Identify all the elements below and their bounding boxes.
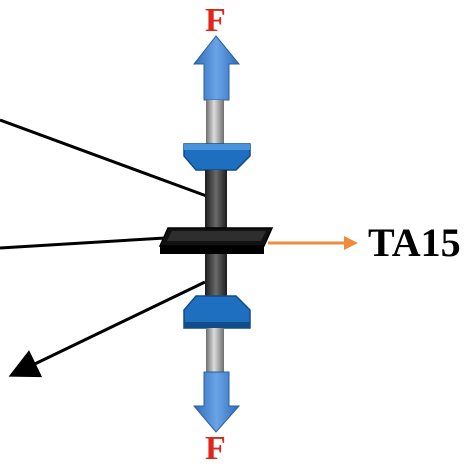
material-label: TA15 bbox=[368, 220, 461, 265]
clamp-plate-edge bbox=[160, 246, 264, 254]
force-label-top: F bbox=[205, 2, 226, 39]
leader-line-middle bbox=[0, 236, 166, 250]
clamp-plate-top bbox=[167, 231, 266, 241]
force-label-bottom: F bbox=[205, 430, 226, 467]
material-pointer-head bbox=[344, 236, 358, 250]
leader-arrow-lower bbox=[8, 280, 206, 378]
lower-grip-shadow bbox=[184, 322, 250, 328]
force-arrow-down bbox=[192, 371, 241, 433]
upper-rod bbox=[206, 100, 224, 144]
specimen-lower bbox=[205, 254, 227, 302]
leader-line-upper bbox=[0, 118, 213, 200]
upper-grip-highlight bbox=[184, 144, 250, 150]
lower-rod bbox=[206, 328, 224, 372]
specimen-upper bbox=[205, 170, 227, 228]
force-arrow-up bbox=[192, 35, 241, 101]
